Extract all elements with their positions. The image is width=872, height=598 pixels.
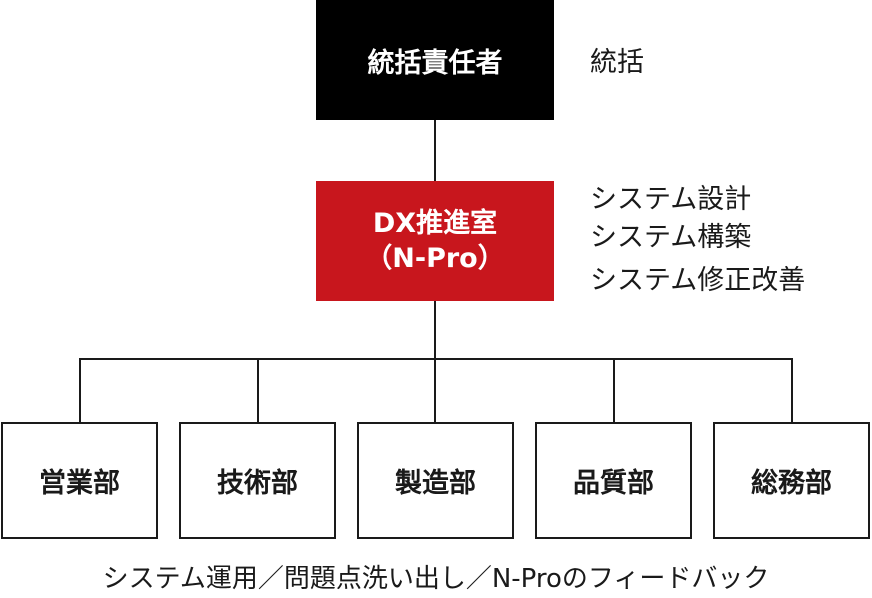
node-department-engineering: 技術部 — [179, 422, 336, 539]
department-label: 製造部 — [395, 468, 476, 499]
node-dx-office-label-line2: （N-Pro） — [365, 243, 505, 274]
node-general-manager-label: 統括責任者 — [367, 47, 503, 79]
node-dx-office: DX推進室 （N-Pro） — [316, 181, 554, 301]
connector-dx-to-bus — [434, 301, 436, 359]
node-general-manager: 統括責任者 — [316, 0, 554, 120]
note-dx-design: システム設計 — [590, 184, 752, 215]
node-department-manufacturing: 製造部 — [357, 422, 514, 539]
node-department-quality: 品質部 — [535, 422, 692, 539]
department-label: 技術部 — [217, 468, 298, 499]
connector-top-to-dx — [434, 120, 436, 181]
connector-drop-2 — [257, 358, 259, 422]
connector-drop-1 — [79, 358, 81, 422]
connector-drop-4 — [613, 358, 615, 422]
connector-drop-5 — [791, 358, 793, 422]
department-label: 総務部 — [751, 468, 832, 499]
department-label: 営業部 — [39, 468, 120, 499]
note-dx-build: システム構築 — [590, 222, 752, 253]
note-dx-improve: システム修正改善 — [590, 265, 806, 296]
node-department-general-affairs: 総務部 — [713, 422, 870, 539]
note-general-manager: 統括 — [590, 47, 644, 78]
footer-caption: システム運用／問題点洗い出し／N-Proのフィードバック — [102, 564, 770, 594]
department-label: 品質部 — [573, 468, 654, 499]
connector-horizontal-bus — [79, 358, 793, 360]
connector-drop-3 — [434, 358, 436, 422]
node-dx-office-label-line1: DX推進室 — [372, 207, 498, 239]
node-department-sales: 営業部 — [1, 422, 158, 539]
